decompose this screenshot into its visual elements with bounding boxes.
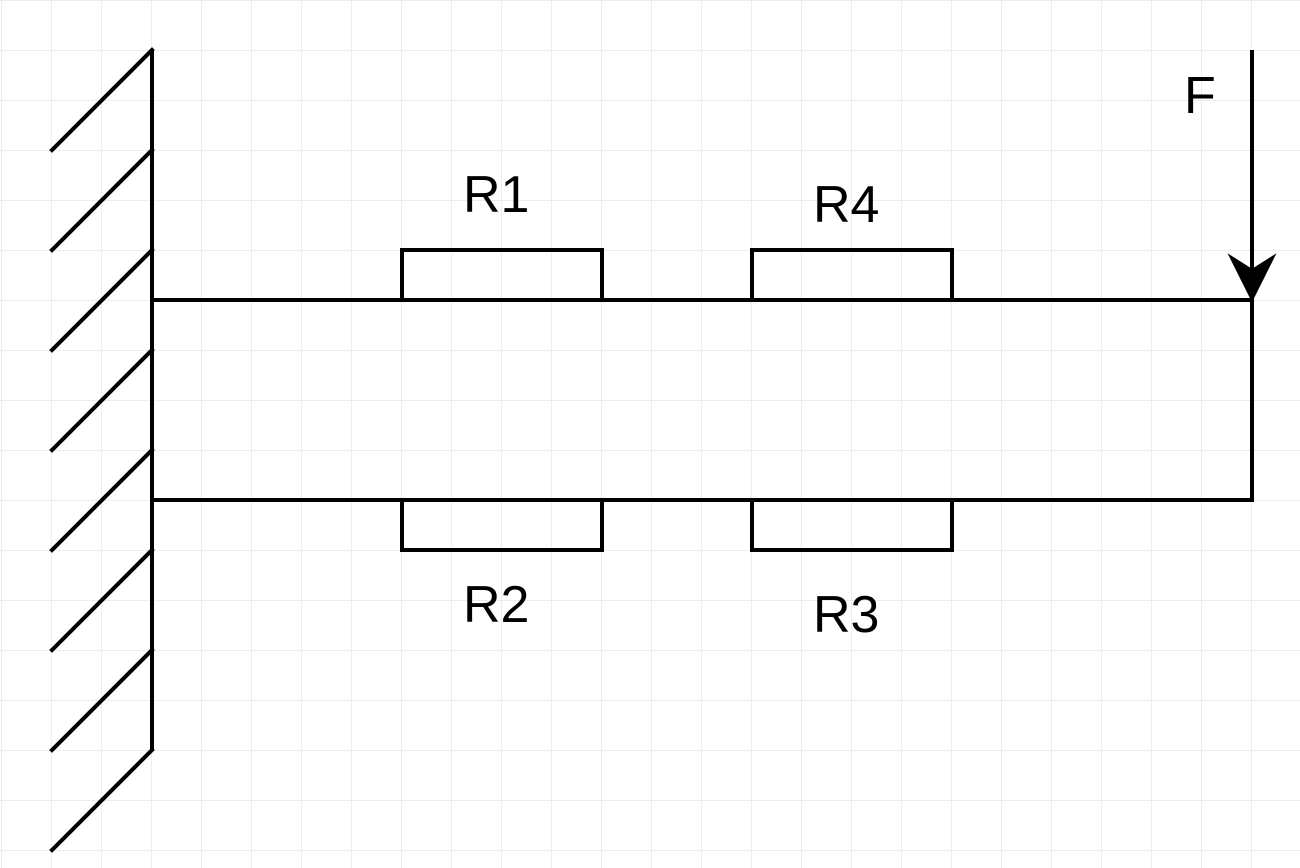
gauge-label-r2: R2 bbox=[463, 576, 529, 634]
hatch-line bbox=[49, 147, 155, 253]
hatch-line bbox=[49, 647, 155, 753]
strain-gauge-r2 bbox=[400, 498, 604, 552]
force-label: F bbox=[1184, 67, 1216, 125]
gauge-label-r4: R4 bbox=[813, 176, 879, 234]
strain-gauge-r4 bbox=[750, 248, 954, 302]
wall-hatching bbox=[49, 47, 155, 853]
gauge-label-r1: R1 bbox=[463, 166, 529, 224]
hatch-line bbox=[49, 547, 155, 653]
hatch-line bbox=[49, 347, 155, 453]
force-arrowhead-icon bbox=[1227, 253, 1277, 303]
fixed-wall-support bbox=[49, 47, 155, 853]
strain-gauge-r1 bbox=[400, 248, 604, 302]
hatch-line bbox=[49, 247, 155, 353]
gauge-label-r3: R3 bbox=[813, 586, 879, 644]
cantilever-beam bbox=[150, 298, 1254, 502]
hatch-line bbox=[49, 747, 155, 853]
hatch-line bbox=[49, 447, 155, 553]
strain-gauge-r3 bbox=[750, 498, 954, 552]
hatch-line bbox=[49, 47, 155, 153]
